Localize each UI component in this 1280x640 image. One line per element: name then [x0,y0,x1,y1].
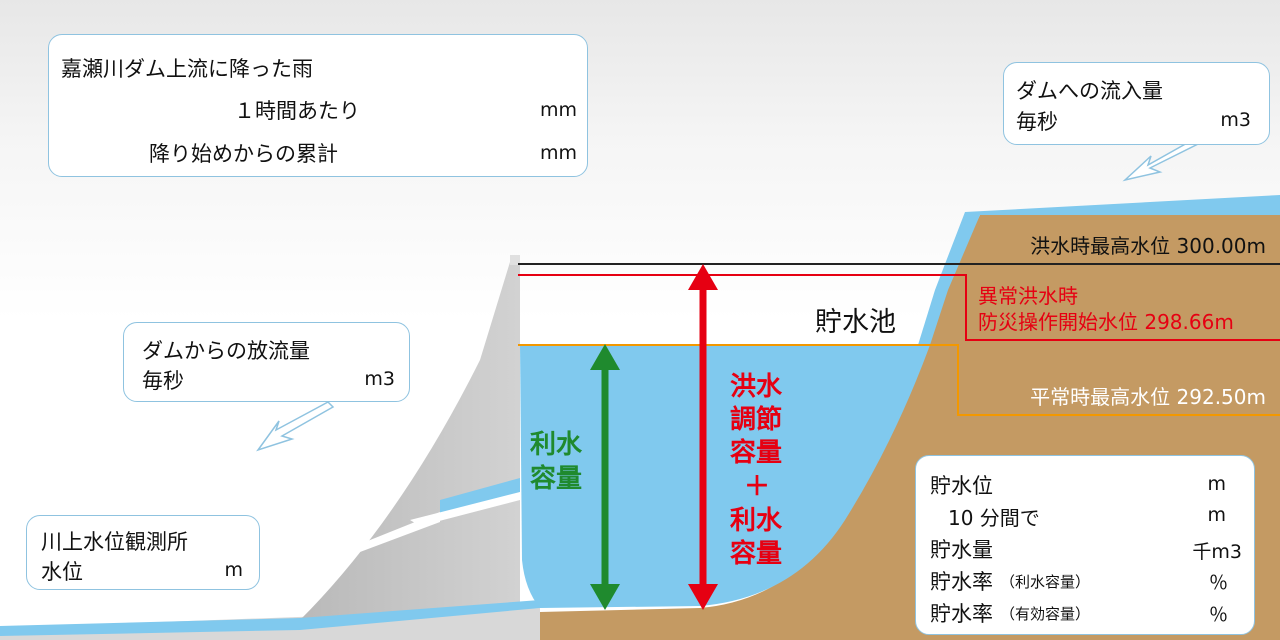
inflow-panel: ダムへの流入量 毎秒 m3 [1003,62,1270,145]
abnormal-flood-line [518,274,1280,341]
stats-volume-label: 貯水量 [930,538,993,562]
river-station-title: 川上水位観測所 [41,530,188,554]
stats-rate1-label: 貯水率 [930,570,993,594]
water-use-label-2: 容量 [530,464,583,494]
river-level-label: 水位 [41,560,83,584]
inflow-per-second: 毎秒 [1016,110,1058,134]
stats-tenmin-label: 10 分間で [948,506,1040,530]
inflow-river [935,195,1280,290]
cumulative-rain-label: 降り始めからの累計 [149,142,338,166]
flood-max-level-label: 洪水時最高水位 300.00m [1030,234,1266,258]
normal-max-level-label: 平常時最高水位 292.50m [1030,385,1266,409]
outflow-pointer-icon [256,401,335,452]
outflow-unit: m3 [364,368,395,390]
water-use-arrow [590,344,620,610]
flood-capacity-label-1: 洪水 [730,372,783,402]
abnormal-flood-label-2: 防災操作開始水位 298.66m [978,310,1234,334]
stats-rate2-label: 貯水率 [930,602,993,626]
stats-rate2-unit: ％ [1208,604,1228,626]
river-level-unit: m [224,559,243,581]
flood-capacity-plus: ＋ [744,472,771,502]
flood-capacity-label-3: 容量 [730,438,783,468]
water-use-label-1: 利水 [530,430,583,460]
dam-crest [510,255,520,265]
inflow-unit: m3 [1220,109,1251,131]
normal-max-line [518,344,1280,416]
flood-capacity-label-2: 調節 [730,405,783,435]
reservoir-label: 貯水池 [815,307,896,338]
spillway-gap-2 [410,492,520,526]
reservoir-stats-panel: 貯水位 m 10 分間で m 貯水量 千m3 貯水率 （利水容量） ％ 貯水率 … [915,455,1255,635]
flood-capacity-label-4: 利水 [730,506,783,536]
dam-body [300,262,520,628]
hourly-rain-unit: mm [539,99,577,121]
stats-rate1-unit: ％ [1208,572,1228,594]
river-station-panel: 川上水位観測所 水位 m [26,515,260,590]
outflow-per-second: 毎秒 [142,369,184,393]
abnormal-flood-label-1: 異常洪水時 [978,284,1078,308]
reservoir-edge [918,290,948,345]
hourly-rain-label: １時間あたり [234,99,360,123]
stats-volume-unit: 千m3 [1192,541,1242,563]
reservoir-water [520,345,930,608]
stats-rate1-note: （利水容量） [1000,573,1091,591]
stats-level-label: 貯水位 [930,474,993,498]
stats-level-unit: m [1207,473,1226,495]
outflow-panel: ダムからの放流量 毎秒 m3 [123,322,410,402]
stats-rate2-note: （有効容量） [1000,605,1091,623]
stats-tenmin-unit: m [1207,504,1226,526]
flood-capacity-label-5: 容量 [730,539,783,569]
rainfall-panel: 嘉瀬川ダム上流に降った雨 １時間あたり mm 降り始めからの累計 mm [48,34,588,177]
rainfall-title: 嘉瀬川ダム上流に降った雨 [61,57,313,81]
downstream-river [0,600,540,636]
flood-capacity-arrow [688,264,718,610]
cumulative-rain-unit: mm [539,142,577,164]
outflow-title: ダムからの放流量 [142,339,310,363]
inflow-title: ダムへの流入量 [1016,79,1163,103]
